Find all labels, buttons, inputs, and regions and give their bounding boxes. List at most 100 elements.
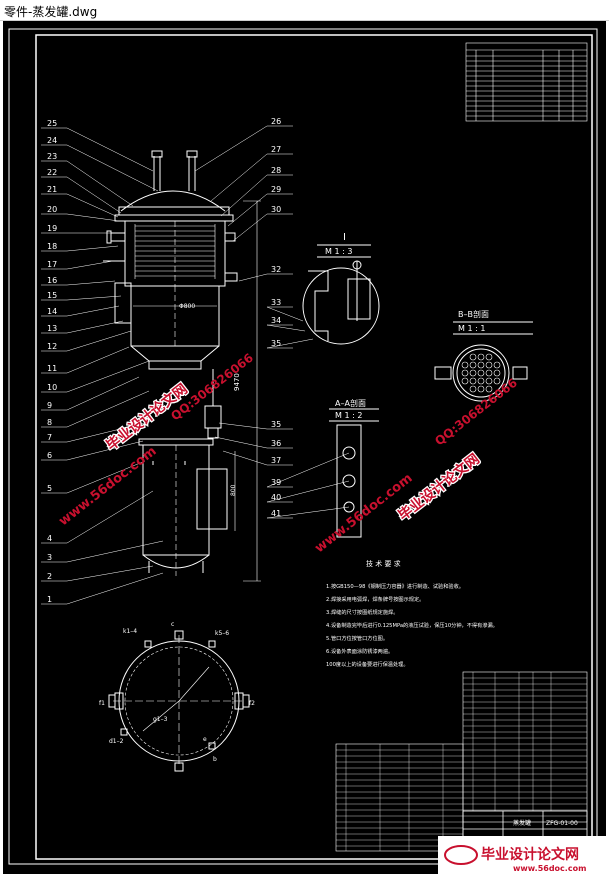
- callout-r-29: 29: [271, 185, 281, 194]
- parts-list-lower: [335, 743, 464, 852]
- detail-I-scale: M 1 : 3: [325, 247, 352, 256]
- left-callout-group: 2524232221201918171615141312111098765432…: [41, 119, 164, 605]
- callout-19: 19: [47, 224, 57, 233]
- nozzle-label: d1–2: [109, 738, 124, 745]
- tube-hole: [485, 377, 493, 385]
- tube-hole: [485, 369, 493, 377]
- inner-border: [35, 34, 593, 860]
- tube-hole: [477, 353, 485, 361]
- tech-req-line: 3.焊缝的尺寸按图纸规定施焊。: [326, 608, 398, 616]
- logo-swirl-icon: [444, 845, 478, 865]
- nozzle-label: f2: [249, 700, 255, 707]
- detail-I: [302, 244, 380, 345]
- tech-requirements: 1.按GB150—98《钢制压力容器》进行制造、试验和验收。 2.焊接采用电弧焊，…: [326, 582, 498, 668]
- tech-req-line: 100度以上的设备要进行保温处理。: [326, 660, 409, 668]
- callout-10: 10: [47, 383, 57, 392]
- window-title-bar: 零件-蒸发罐.dwg: [0, 0, 609, 21]
- callout-4: 4: [47, 534, 52, 543]
- tube-hole: [469, 361, 477, 369]
- callout-16: 16: [47, 276, 57, 285]
- dim-diameter-label: Φ800: [179, 303, 195, 310]
- callout-r-37: 37: [271, 456, 281, 465]
- tube-hole: [493, 361, 501, 369]
- callout-22: 22: [47, 168, 57, 177]
- callout-r-40: 40: [271, 493, 281, 502]
- nozzle-label: c: [171, 621, 174, 628]
- callout-7: 7: [47, 433, 52, 442]
- callout-8: 8: [47, 418, 52, 427]
- callout-r-35: 35: [271, 339, 281, 348]
- nozzle-table: [465, 42, 588, 122]
- callout-r-26: 26: [271, 117, 281, 126]
- callout-r-27: 27: [271, 145, 281, 154]
- tech-req-line: 2.焊接采用电弧焊，焊条牌号按图示规定。: [326, 595, 424, 603]
- section-AA-title: A–A剖面: [335, 398, 366, 408]
- callout-r-36: 36: [271, 439, 281, 448]
- callout-r-33: 33: [271, 298, 281, 307]
- parts-lower-rows: [336, 744, 463, 851]
- tech-req-line: 6.设备外表面涂防锈漆两遍。: [326, 647, 393, 655]
- titleblock-caption: 蒸发罐: [513, 819, 531, 827]
- tech-req-line: 5.管口方位按管口方位图。: [326, 634, 388, 642]
- nozzle-label: e: [203, 736, 207, 743]
- tube-hole: [477, 369, 485, 377]
- callout-11: 11: [47, 364, 57, 373]
- footer-label: 毕业设计论文网: [481, 846, 579, 863]
- tube-hole: [477, 377, 485, 385]
- callout-r-34: 34: [271, 316, 281, 325]
- section-BB: [434, 321, 533, 402]
- drawing-number: ZFG-01-00: [546, 820, 578, 827]
- callout-r-28: 28: [271, 166, 281, 175]
- callout-6: 6: [47, 451, 52, 460]
- section-BB-title: B–B剖面: [458, 309, 489, 319]
- tube-hole: [485, 353, 493, 361]
- callout-5: 5: [47, 484, 52, 493]
- callout-1: 1: [47, 595, 52, 604]
- detail-I-title: I: [343, 232, 346, 243]
- callout-14: 14: [47, 307, 57, 316]
- callout-r-35: 35: [271, 420, 281, 429]
- callout-3: 3: [47, 553, 52, 562]
- callout-23: 23: [47, 152, 57, 161]
- tube-hole: [469, 353, 477, 361]
- parts-upper-rows: [463, 672, 587, 817]
- nozzle-label: b: [213, 756, 217, 763]
- nozzle-label: g1–3: [153, 716, 168, 723]
- tube-hole: [461, 361, 469, 369]
- vessel-elevation: [103, 150, 261, 582]
- section-AA: [329, 408, 379, 538]
- section-BB-scale: M 1 : 1: [458, 324, 485, 333]
- tube-hole: [469, 385, 477, 393]
- callout-r-39: 39: [271, 478, 281, 487]
- callout-21: 21: [47, 185, 57, 194]
- tube-hole: [469, 377, 477, 385]
- tech-req-title: 技 术 要 求: [366, 559, 401, 568]
- dim-small-label: 800: [230, 484, 237, 496]
- callout-15: 15: [47, 291, 57, 300]
- nozzle-orientation-plan: [108, 630, 250, 772]
- callout-18: 18: [47, 242, 57, 251]
- callout-2: 2: [47, 572, 52, 581]
- tube-hole: [493, 369, 501, 377]
- window-title: 零件-蒸发罐.dwg: [4, 5, 98, 19]
- watermark-qq-right: QQ:306826066: [432, 376, 520, 449]
- nozzle-label: f1: [99, 700, 105, 707]
- callout-r-41: 41: [271, 509, 281, 518]
- cad-drawing: Φ800 9470 800 25242322212019181716151413…: [8, 28, 606, 874]
- section-AA-scale: M 1 : 2: [335, 411, 362, 420]
- outer-border: [8, 28, 598, 865]
- tube-hole: [485, 361, 493, 369]
- tube-hole: [485, 385, 493, 393]
- dim-height-label: 9470: [233, 373, 241, 391]
- watermark-left: www.56doc.com 毕业设计论文网 QQ:306826066: [56, 351, 256, 530]
- parts-list-upper: [462, 671, 588, 823]
- footer-logo: 毕业设计论文网 www.56doc.com: [438, 836, 606, 874]
- callout-r-30: 30: [271, 205, 281, 214]
- callout-12: 12: [47, 342, 57, 351]
- nozzle-label: k5–6: [215, 630, 229, 637]
- tech-req-line: 1.按GB150—98《钢制压力容器》进行制造、试验和验收。: [326, 582, 464, 590]
- footer-site: www.56doc.com: [513, 864, 586, 873]
